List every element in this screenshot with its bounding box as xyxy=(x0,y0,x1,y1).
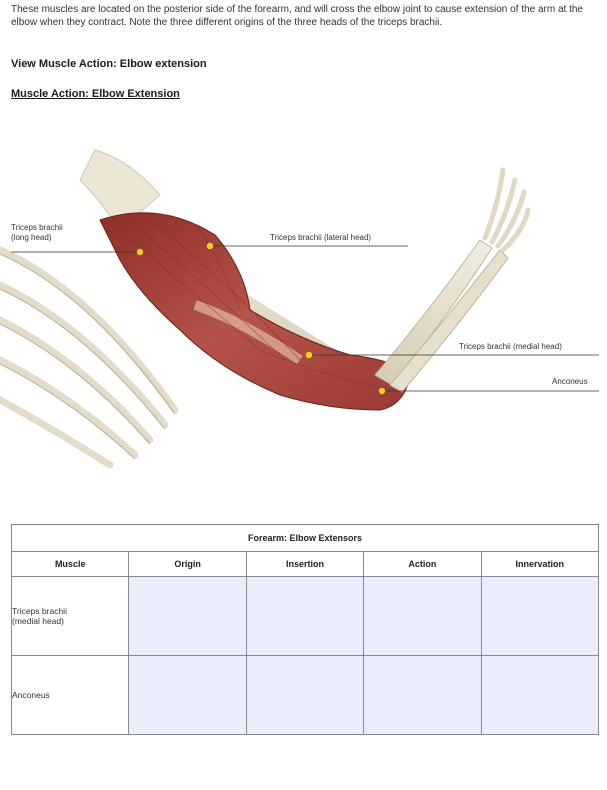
action-input-cell[interactable] xyxy=(363,576,482,656)
table-row: Anconeus xyxy=(10,655,600,735)
origin-input-cell[interactable] xyxy=(128,655,247,735)
intro-paragraph: These muscles are located on the posteri… xyxy=(11,4,583,28)
muscle-cell: Triceps brachii (medial head) xyxy=(10,576,130,656)
view-muscle-action-link[interactable]: View Muscle Action: Elbow extension xyxy=(11,58,207,70)
muscle-name-line2: (medial head) xyxy=(12,616,64,626)
rib-cage xyxy=(0,246,179,469)
header-insertion: Insertion xyxy=(245,551,365,577)
header-origin: Origin xyxy=(128,551,247,577)
label-long-head-line2: (long head) xyxy=(11,233,52,242)
innervation-input-cell[interactable] xyxy=(480,576,600,656)
action-input-cell[interactable] xyxy=(363,655,482,735)
header-action: Action xyxy=(363,551,482,577)
label-long-head: Triceps brachii (long head) xyxy=(11,223,63,243)
innervation-input-cell[interactable] xyxy=(480,655,600,735)
muscle-name-line1: Triceps brachii xyxy=(12,606,67,616)
leader-lines xyxy=(11,245,599,392)
muscle-name-line1: Anconeus xyxy=(12,690,50,700)
label-medial-head: Triceps brachii (medial head) xyxy=(459,342,562,351)
marker-lateral-head xyxy=(206,242,214,250)
label-markers xyxy=(136,242,386,395)
elbow-extensors-table: Forearm: Elbow Extensors Muscle Origin I… xyxy=(10,524,600,735)
label-anconeus: Anconeus xyxy=(552,377,588,386)
table-caption: Forearm: Elbow Extensors xyxy=(11,524,599,552)
forearm-bones xyxy=(374,239,493,386)
label-long-head-line1: Triceps brachii xyxy=(11,223,63,232)
label-lateral-head: Triceps brachii (lateral head) xyxy=(270,233,372,242)
marker-anconeus xyxy=(378,387,386,395)
insertion-input-cell[interactable] xyxy=(245,655,365,735)
muscle-cell: Anconeus xyxy=(10,655,130,735)
marker-medial-head xyxy=(305,351,313,359)
arm-anatomy-drawing xyxy=(0,149,599,469)
hand-bones xyxy=(482,167,531,253)
insertion-input-cell[interactable] xyxy=(245,576,365,656)
table-row: Triceps brachii (medial head) xyxy=(10,576,600,656)
marker-long-head xyxy=(136,248,144,256)
origin-input-cell[interactable] xyxy=(128,576,247,656)
muscle-action-heading-link[interactable]: Muscle Action: Elbow Extension xyxy=(11,88,180,100)
elbow-extension-illustration: Triceps brachii (long head) Triceps brac… xyxy=(0,120,607,490)
header-innervation: Innervation xyxy=(480,551,600,577)
header-muscle: Muscle xyxy=(10,551,130,577)
